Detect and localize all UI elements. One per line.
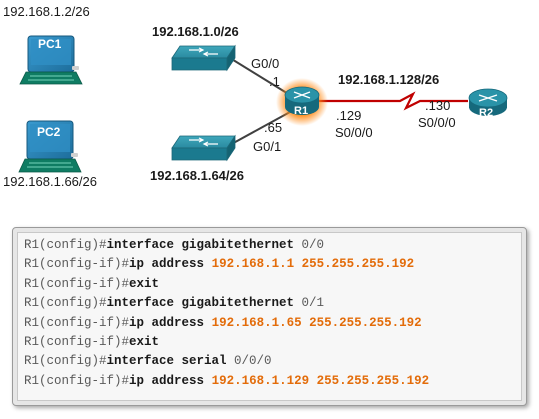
cli-argument: 0/1 [294, 296, 325, 311]
cli-command: interface serial [106, 354, 227, 369]
cli-command: ip address [129, 315, 205, 330]
cli-prompt: R1(config-if)# [24, 373, 130, 388]
cli-argument: 0/0 [294, 238, 325, 252]
cli-prompt: R1(config)# [24, 296, 107, 311]
r1-router-icon [276, 78, 328, 126]
r1-g01-interface-label: G0/1 [253, 139, 281, 154]
cli-argument [204, 374, 212, 388]
lan2-network-label: 192.168.1.64/26 [150, 168, 244, 183]
cli-value: 192.168.1.65 255.255.255.192 [211, 315, 422, 330]
pc1-icon [19, 35, 83, 85]
r1-s000-interface-label: S0/0/0 [335, 125, 373, 140]
pc2-label: PC2 [37, 125, 61, 139]
cli-prompt: R1(config-if)# [24, 335, 130, 350]
cli-value: 192.168.1.129 255.255.255.192 [211, 373, 430, 388]
cli-line: R1(config-if)#ip address 192.168.1.129 2… [24, 372, 521, 391]
cli-prompt: R1(config-if)# [24, 315, 130, 330]
cli-line: R1(config-if)#ip address 192.168.1.1 255… [24, 255, 521, 274]
cli-prompt: R1(config-if)# [24, 276, 130, 291]
pc1-label: PC1 [38, 37, 62, 51]
network-topology-diagram: PC1 192.168.1.2/26 PC2 192.168.1.66/26 1… [3, 4, 508, 189]
cli-command: interface gigabitethernet [106, 296, 295, 311]
pc1-address: 192.168.1.2/26 [3, 4, 90, 19]
cli-line: R1(config)#interface serial 0/0/0 [24, 352, 521, 371]
cli-output-panel: R1(config)#interface gigabitethernet 0/0… [12, 227, 527, 406]
cli-line: R1(config-if)#ip address 192.168.1.65 25… [24, 314, 521, 333]
cli-line: R1(config-if)#exit [24, 275, 521, 294]
cli-line: R1(config-if)#exit [24, 333, 521, 352]
pc2-icon [18, 120, 82, 173]
cli-argument [204, 316, 212, 330]
cli-argument [204, 257, 212, 271]
r1-label: R1 [294, 105, 308, 117]
r2-s000-interface-label: S0/0/0 [418, 115, 456, 130]
cli-command: interface gigabitethernet [106, 238, 295, 252]
cli-prompt: R1(config-if)# [24, 257, 130, 272]
wan-network-label: 192.168.1.128/26 [338, 72, 439, 87]
link-switch2-r1 [227, 111, 291, 147]
cli-command: exit [129, 335, 160, 350]
r2-label: R2 [479, 107, 493, 119]
lan1-network-label: 192.168.1.0/26 [152, 24, 239, 39]
r2-s000-host-label: .130 [425, 98, 450, 113]
cli-argument: 0/0/0 [226, 354, 272, 369]
r1-g01-host-label: .65 [264, 120, 282, 135]
cli-value: 192.168.1.1 255.255.255.192 [211, 257, 415, 272]
serial-link-r1-r2 [318, 91, 468, 111]
link-switch1-r1 [229, 57, 291, 96]
r1-g00-interface-label: G0/0 [251, 56, 279, 71]
cli-line: R1(config)#interface gigabitethernet 0/0 [24, 236, 521, 255]
cli-command: ip address [129, 257, 205, 272]
cli-prompt: R1(config)# [24, 238, 107, 252]
r1-s000-host-label: .129 [336, 108, 361, 123]
r1-g00-host-label: .1 [269, 74, 280, 89]
cli-prompt: R1(config)# [24, 354, 107, 369]
cli-output-content: R1(config)#interface gigabitethernet 0/0… [17, 232, 522, 401]
cli-command: exit [129, 276, 160, 291]
switch2-icon [171, 134, 236, 162]
r2-router-icon [468, 88, 508, 116]
switch1-icon [171, 44, 236, 72]
cli-line: R1(config)#interface gigabitethernet 0/1 [24, 294, 521, 313]
pc2-address: 192.168.1.66/26 [3, 174, 97, 189]
cli-command: ip address [129, 373, 205, 388]
